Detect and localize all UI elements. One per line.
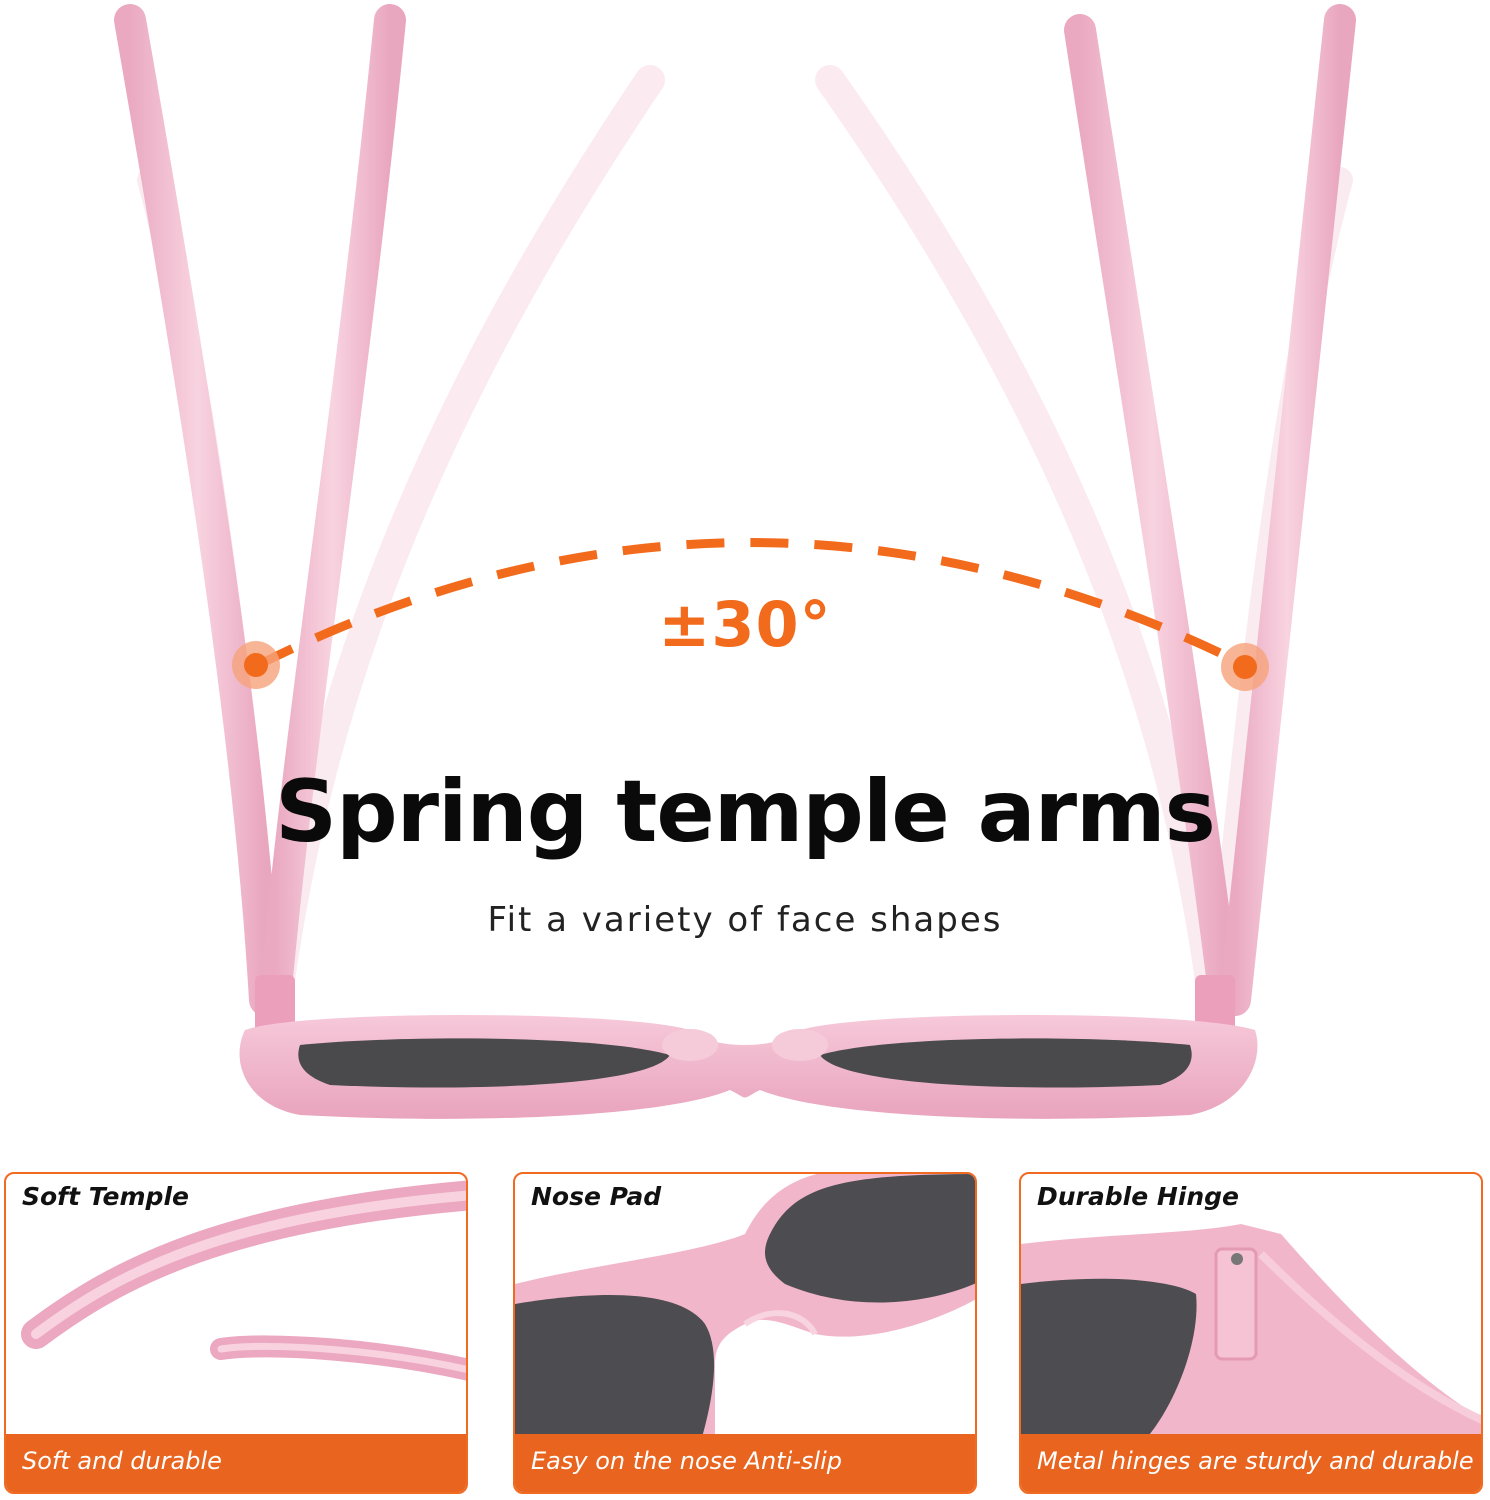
panel-footer-text: Easy on the nose Anti-slip xyxy=(531,1447,842,1475)
panel-title: Soft Temple xyxy=(22,1182,189,1211)
sunglasses-illustration xyxy=(114,4,1356,1119)
sunglasses-frame xyxy=(239,1015,1258,1119)
panel-title: Durable Hinge xyxy=(1037,1182,1240,1211)
hinge-right xyxy=(1195,975,1235,1035)
panel-soft-temple: Soft Temple Soft and durable xyxy=(4,1172,468,1494)
hinge-left xyxy=(255,975,295,1035)
panel-footer-text: Soft and durable xyxy=(22,1447,222,1475)
panel-footer: Metal hinges are sturdy and durable xyxy=(1021,1434,1481,1492)
panel-title: Nose Pad xyxy=(531,1182,662,1211)
panel-nose-pad: Nose Pad Easy on the nose Anti-slip xyxy=(513,1172,977,1494)
lens-left xyxy=(298,1038,670,1088)
temple-arms xyxy=(114,4,1356,1016)
page-subtitle: Fit a variety of face shapes xyxy=(487,900,1003,940)
nose-pad-image xyxy=(515,1174,975,1444)
soft-temple-image xyxy=(21,1180,466,1381)
panel-footer-text: Metal hinges are sturdy and durable xyxy=(1037,1447,1474,1475)
durable-hinge-image xyxy=(1021,1224,1481,1444)
angle-arc xyxy=(255,538,1247,670)
angle-label: ±30° xyxy=(658,588,832,661)
panel-footer: Soft and durable xyxy=(6,1434,466,1492)
lens-right xyxy=(820,1038,1192,1088)
page-title: Spring temple arms xyxy=(275,762,1216,862)
hero-illustration: ±30° Spring temple arms Fit a variety of… xyxy=(114,4,1356,1119)
panel-footer: Easy on the nose Anti-slip xyxy=(515,1434,975,1492)
panel-durable-hinge: Durable Hinge Metal hinges are sturdy an… xyxy=(1019,1172,1483,1494)
